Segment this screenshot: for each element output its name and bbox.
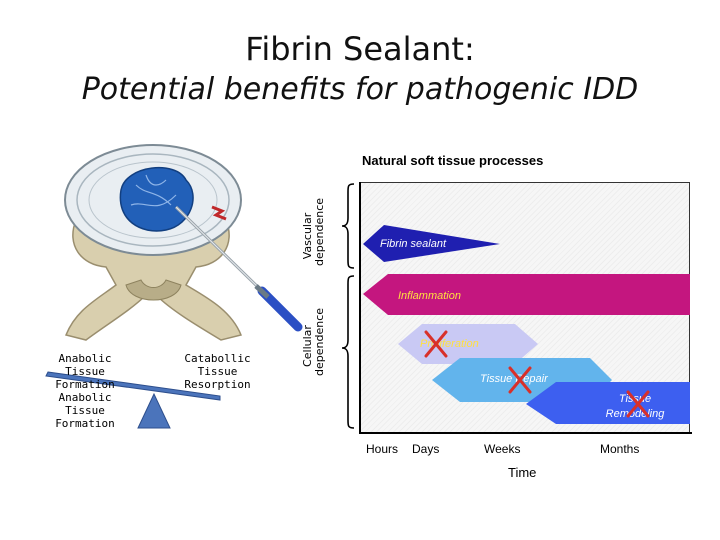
catabolic-label: Catabollic Tissue Resorption: [184, 352, 251, 391]
anabolic-label: Anabolic Tissue Formation Anabolic Tissu…: [55, 352, 115, 430]
annular-tear: [211, 205, 227, 221]
cross-mark: [424, 330, 448, 358]
brackets: [341, 183, 355, 429]
plot-border-top: [360, 182, 690, 183]
diagram-title: Natural soft tissue processes: [362, 153, 544, 168]
fibrin-sealant-arrow: [363, 225, 500, 262]
cellular-dependence-label: Cellular dependence: [301, 307, 326, 376]
cellular-bracket: [341, 275, 355, 429]
x-tick-months: Months: [600, 442, 640, 456]
tissue-repair-label: Tissue Repair: [480, 373, 548, 385]
inhibition-crosses: [424, 330, 650, 418]
balance-beam: [45, 371, 221, 401]
fibrin-sealant-label: Fibrin sealant: [380, 238, 447, 250]
cross-mark: [508, 366, 532, 394]
page-subtitle: Potential benefits for pathogenic IDD: [81, 72, 639, 107]
cross-mark: [626, 390, 650, 418]
inflammation-arrow: [363, 274, 690, 315]
x-tick-weeks: Weeks: [484, 442, 521, 456]
inflammation-label: Inflammation: [398, 290, 461, 302]
balance-illustration: [45, 371, 221, 429]
y-axis: [359, 182, 361, 434]
phase-shapes: [363, 225, 690, 424]
x-axis: [359, 432, 692, 434]
balance-fulcrum: [137, 392, 171, 429]
proliferation-diamond: [398, 324, 538, 364]
vascular-dependence-label: Vascular dependence: [301, 197, 326, 266]
disc-nucleus: [119, 166, 194, 232]
spine-disc-illustration: [64, 144, 303, 341]
x-tick-days: Days: [412, 442, 440, 456]
x-axis-title: Time: [508, 465, 537, 480]
x-tick-hours: Hours: [366, 442, 399, 456]
vascular-bracket: [341, 183, 355, 269]
page-title: Fibrin Sealant:: [245, 30, 475, 68]
